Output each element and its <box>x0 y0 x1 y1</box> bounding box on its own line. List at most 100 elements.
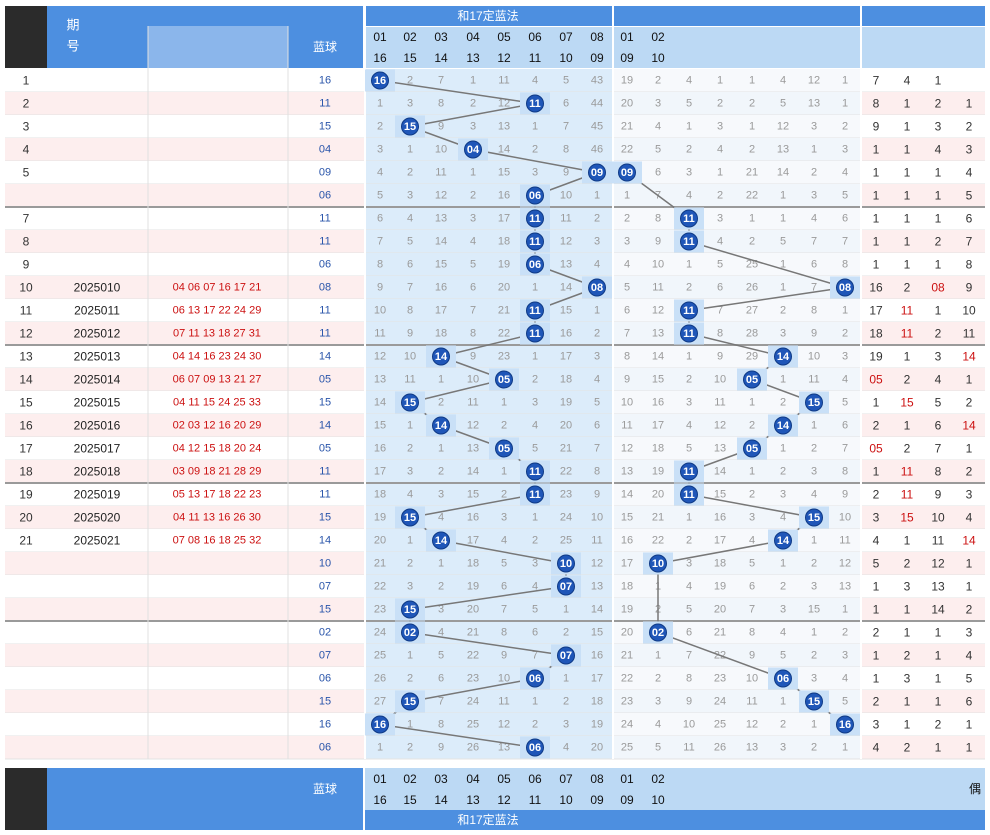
omission-value: 1 <box>438 443 444 455</box>
stat-value: 2 <box>904 442 911 456</box>
omission-value: 2 <box>438 397 444 409</box>
stat-value: 4 <box>966 511 973 525</box>
table-row <box>5 621 365 644</box>
omission-value: 2 <box>811 443 817 455</box>
table-row <box>5 437 365 460</box>
footer-corner <box>5 768 47 830</box>
blue-ball-marker <box>526 232 544 251</box>
stat-value: 1 <box>935 166 942 180</box>
omission-value: 1 <box>749 213 755 225</box>
omission-value: 1 <box>563 604 569 616</box>
stat-value: 11 <box>963 327 976 341</box>
row-index: 19 <box>19 488 33 502</box>
omission-value: 2 <box>377 121 383 133</box>
omission-value: 7 <box>438 75 444 87</box>
row-index: 11 <box>20 304 33 318</box>
omission-value: 19 <box>498 259 510 271</box>
omission-value: 24 <box>560 512 572 524</box>
blue-ball-marker <box>526 462 544 481</box>
omission-value: 1 <box>749 466 755 478</box>
omission-value: 14 <box>714 466 726 478</box>
omission-value: 16 <box>374 443 386 455</box>
stat-highlight: 14 <box>962 350 976 364</box>
omission-value: 1 <box>780 282 786 294</box>
omission-value: 3 <box>780 489 786 501</box>
zone1-cell-band <box>365 299 613 322</box>
omission-value: 4 <box>686 190 692 202</box>
row-index: 15 <box>19 396 33 410</box>
omission-value: 4 <box>717 236 723 248</box>
blue-ball-marker <box>526 324 544 343</box>
trend-line <box>472 148 598 174</box>
omission-value: 1 <box>377 742 383 754</box>
extra-cell-band <box>861 230 985 253</box>
omission-value: 18 <box>621 581 633 593</box>
omission-value: 4 <box>563 742 569 754</box>
blue-ball-marker <box>526 94 544 113</box>
omission-value: 9 <box>749 650 755 662</box>
stat-value: 2 <box>966 120 973 134</box>
table-row <box>5 575 365 598</box>
omission-value: 7 <box>438 696 444 708</box>
blue-ball-footer: 蓝球 <box>313 782 337 796</box>
stat-value: 13 <box>931 580 945 594</box>
omission-value: 11 <box>839 535 850 547</box>
stat-value: 4 <box>935 143 942 157</box>
omission-value: 26 <box>467 742 479 754</box>
stat-value: 6 <box>935 419 942 433</box>
omission-value: 21 <box>746 167 758 179</box>
omission-value: 9 <box>594 489 600 501</box>
stat-value: 2 <box>904 281 911 295</box>
trend-line <box>409 585 567 611</box>
header-ball-rows <box>365 27 985 68</box>
omission-value: 22 <box>467 650 479 662</box>
stat-value: 3 <box>966 143 973 157</box>
omission-value: 14 <box>652 351 664 363</box>
omission-value: 2 <box>811 167 817 179</box>
zone1-cell-band <box>365 138 613 161</box>
header-ball-number: 12 <box>497 51 511 65</box>
omission-value: 25 <box>467 719 479 731</box>
stat-value: 2 <box>935 718 942 732</box>
omission-value: 14 <box>777 167 789 179</box>
zone2-cell-band <box>613 736 861 759</box>
omission-value: 6 <box>532 627 538 639</box>
stat-cell-bg <box>955 415 983 436</box>
red-balls: 06 07 09 13 21 27 <box>173 374 262 386</box>
trend-line <box>440 332 536 358</box>
stat-value: 9 <box>873 120 880 134</box>
omission-value: 1 <box>842 305 848 317</box>
stat-value: 1 <box>904 350 911 364</box>
table-row <box>5 391 365 414</box>
extra-cell-band <box>861 92 985 115</box>
omission-value: 4 <box>780 627 786 639</box>
blue-ball-marker <box>401 600 419 619</box>
omission-value: 1 <box>811 535 817 547</box>
omission-value: 2 <box>811 742 817 754</box>
blue-ball-marker <box>680 209 698 228</box>
omission-value: 15 <box>714 489 726 501</box>
omission-value: 1 <box>811 627 817 639</box>
stat-value: 10 <box>962 304 976 318</box>
blue-ball-label: 15 <box>404 397 416 409</box>
stat-value: 6 <box>966 212 973 226</box>
trend-line <box>409 378 505 404</box>
blue-ball-marker <box>526 186 544 205</box>
blue-ball-label: 06 <box>777 673 789 685</box>
omission-value: 3 <box>749 512 755 524</box>
blue-ball-marker <box>495 439 513 458</box>
omission-value: 10 <box>621 397 633 409</box>
table-row <box>5 299 365 322</box>
blue-ball-label: 06 <box>529 190 541 202</box>
header-ball-number: 14 <box>434 51 448 65</box>
row-index: 5 <box>23 166 30 180</box>
omission-value: 16 <box>435 282 447 294</box>
blue-ball-label: 11 <box>529 213 541 225</box>
blue-ball-label: 02 <box>652 627 664 639</box>
issue-number: 2025017 <box>74 442 121 456</box>
trend-line <box>440 539 567 565</box>
omission-value: 2 <box>842 627 848 639</box>
omission-value: 13 <box>714 443 726 455</box>
omission-value: 6 <box>842 213 848 225</box>
extra-cell-band <box>861 161 985 184</box>
